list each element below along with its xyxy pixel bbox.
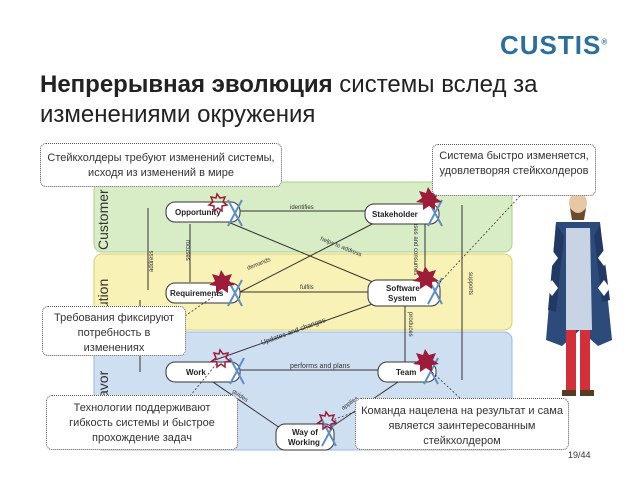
star-requirements-icon (209, 270, 235, 293)
label-performs-and-plans: performs and plans (290, 363, 350, 370)
star-team-icon (413, 349, 439, 372)
callout-system-fast: Система быстро изменяется, удовлетворяя … (432, 144, 596, 196)
label-address: address (149, 251, 155, 272)
label-fulfils: fulfils (300, 285, 314, 291)
node-stakeholder: Stakeholder (364, 199, 443, 227)
svg-text:Team: Team (396, 368, 416, 377)
label-produces: produces (407, 312, 413, 337)
node-opportunity: Opportunity (165, 199, 243, 227)
custis-logo: CUSTIS® (500, 30, 609, 60)
svg-text:Work: Work (186, 368, 206, 377)
label-identifies: identifies (290, 205, 314, 211)
callout-pointers (184, 187, 521, 421)
svg-text:Requirements: Requirements (170, 289, 224, 298)
node-work: Work (165, 357, 245, 385)
svg-text:Software: Software (386, 284, 420, 293)
label-uses-and-consumes: uses and consumes (412, 222, 418, 275)
svg-text:Stakeholder: Stakeholder (372, 210, 418, 219)
star-work-icon (210, 348, 232, 369)
svg-text:Working: Working (288, 438, 320, 447)
callout-requirements-fix: Требования фиксируют потребность в измен… (42, 306, 186, 356)
star-way-of-working-icon (316, 410, 338, 431)
callout-tech-support: Технологии поддерживают гибкость системы… (46, 395, 238, 450)
svg-text:Opportunity: Opportunity (175, 208, 221, 217)
callout-stakeholders-require: Стейкхолдеры требуют изменений системы, … (40, 143, 282, 187)
star-opportunity-icon (207, 192, 229, 213)
svg-text:System: System (388, 294, 416, 303)
title-bold: Непрерывная эволюция (40, 71, 333, 98)
svg-text:Way of: Way of (292, 428, 318, 437)
customer-band-label: Customer (95, 189, 111, 250)
registered-mark: ® (601, 37, 609, 47)
label-focuses: focuses (184, 240, 190, 261)
page-number: 19/44 (568, 450, 591, 460)
man-illustration-icon (546, 186, 612, 396)
page-title: Непрерывная эволюция системы вслед за из… (40, 70, 540, 130)
endeavor-band-label: avor (95, 370, 111, 398)
title-rest: системы вслед за изменениями окружения (40, 71, 538, 128)
label-supports: supports (467, 272, 473, 295)
callout-team-focused: Команда нацелена на результат и сама явл… (355, 398, 569, 450)
customer-band (93, 181, 513, 253)
star-software-system-icon (413, 266, 439, 289)
node-way-of-working: Way of Working (275, 419, 337, 451)
